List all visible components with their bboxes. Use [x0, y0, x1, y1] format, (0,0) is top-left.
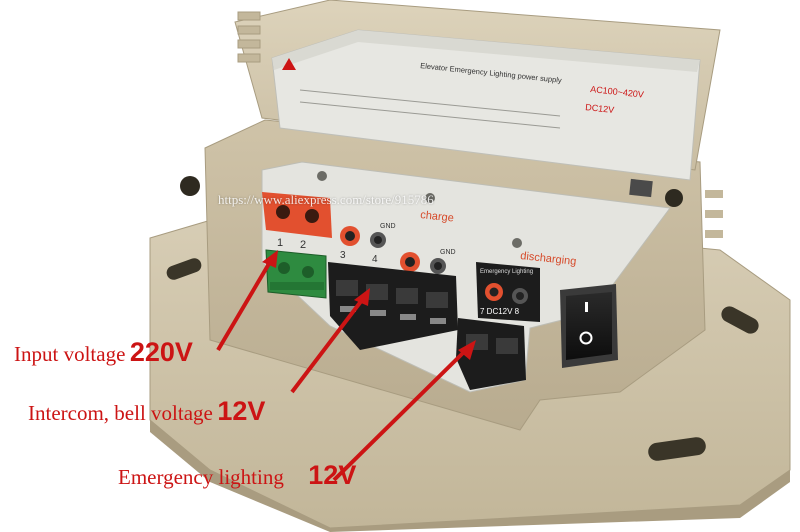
- emergency-lighting-sockets: Emergency Lighting 7 DC12V 8: [476, 262, 540, 322]
- screw-hole: [180, 176, 200, 196]
- callout-input-value: 220V: [129, 337, 193, 367]
- input-pin-2: 2: [300, 239, 306, 251]
- alarm-gnd: GND: [440, 249, 456, 256]
- screw-hole: [665, 189, 683, 207]
- power-led: [317, 171, 327, 181]
- charge-led: [425, 193, 435, 203]
- mount-slot-right-bottom: [648, 437, 706, 461]
- callout-emergency-voltage: Emergency lighting 12V: [118, 460, 356, 491]
- product-label: Elevator Emergency Lighting power supply…: [271, 29, 701, 198]
- input-pin-1: 1: [277, 237, 283, 249]
- label-pictogram: [629, 178, 653, 198]
- watermark-url: https://www.aliexpress.com/store/915786: [218, 192, 434, 207]
- emergency-lighting-text: Emergency Lighting: [480, 269, 533, 275]
- power-rocker-switch[interactable]: [560, 284, 618, 368]
- callout-arrows: [216, 250, 476, 482]
- callout-intercom-voltage: Intercom, bell voltage 12V: [28, 396, 265, 427]
- charge-text: charge: [420, 209, 455, 224]
- intercom-pin-4: 4: [372, 254, 378, 265]
- mount-slot-left: [166, 258, 202, 280]
- intercom-pin-3: 3: [340, 250, 346, 261]
- callout-intercom-value: 12V: [217, 396, 266, 426]
- discharging-text: discharging: [520, 250, 577, 268]
- input-green-connector: [265, 249, 327, 299]
- signal-terminal-block: [328, 262, 458, 350]
- emergency-terminal-block: [456, 318, 526, 390]
- discharge-led: [512, 238, 522, 248]
- warning-triangle-icon: [282, 58, 296, 70]
- label-output-value: DC12V: [585, 102, 615, 115]
- callout-input-label: Input voltage: [14, 342, 126, 366]
- callout-intercom-label: Intercom, bell voltage: [28, 401, 213, 425]
- switch-off-mark: [579, 331, 593, 345]
- switch-on-mark: [585, 302, 588, 312]
- callout-emergency-value: 12V: [308, 460, 357, 490]
- callout-emergency-label: Emergency lighting: [118, 465, 284, 489]
- callout-input-voltage: Input voltage 220V: [14, 337, 193, 368]
- mount-slot-right: [721, 306, 759, 334]
- emergency-pins: 7 DC12V 8: [480, 307, 520, 316]
- intercom-gnd: GND: [380, 223, 396, 230]
- terminal-panel: charge discharging 1 2 3 4 5 6 GND GND: [261, 161, 671, 393]
